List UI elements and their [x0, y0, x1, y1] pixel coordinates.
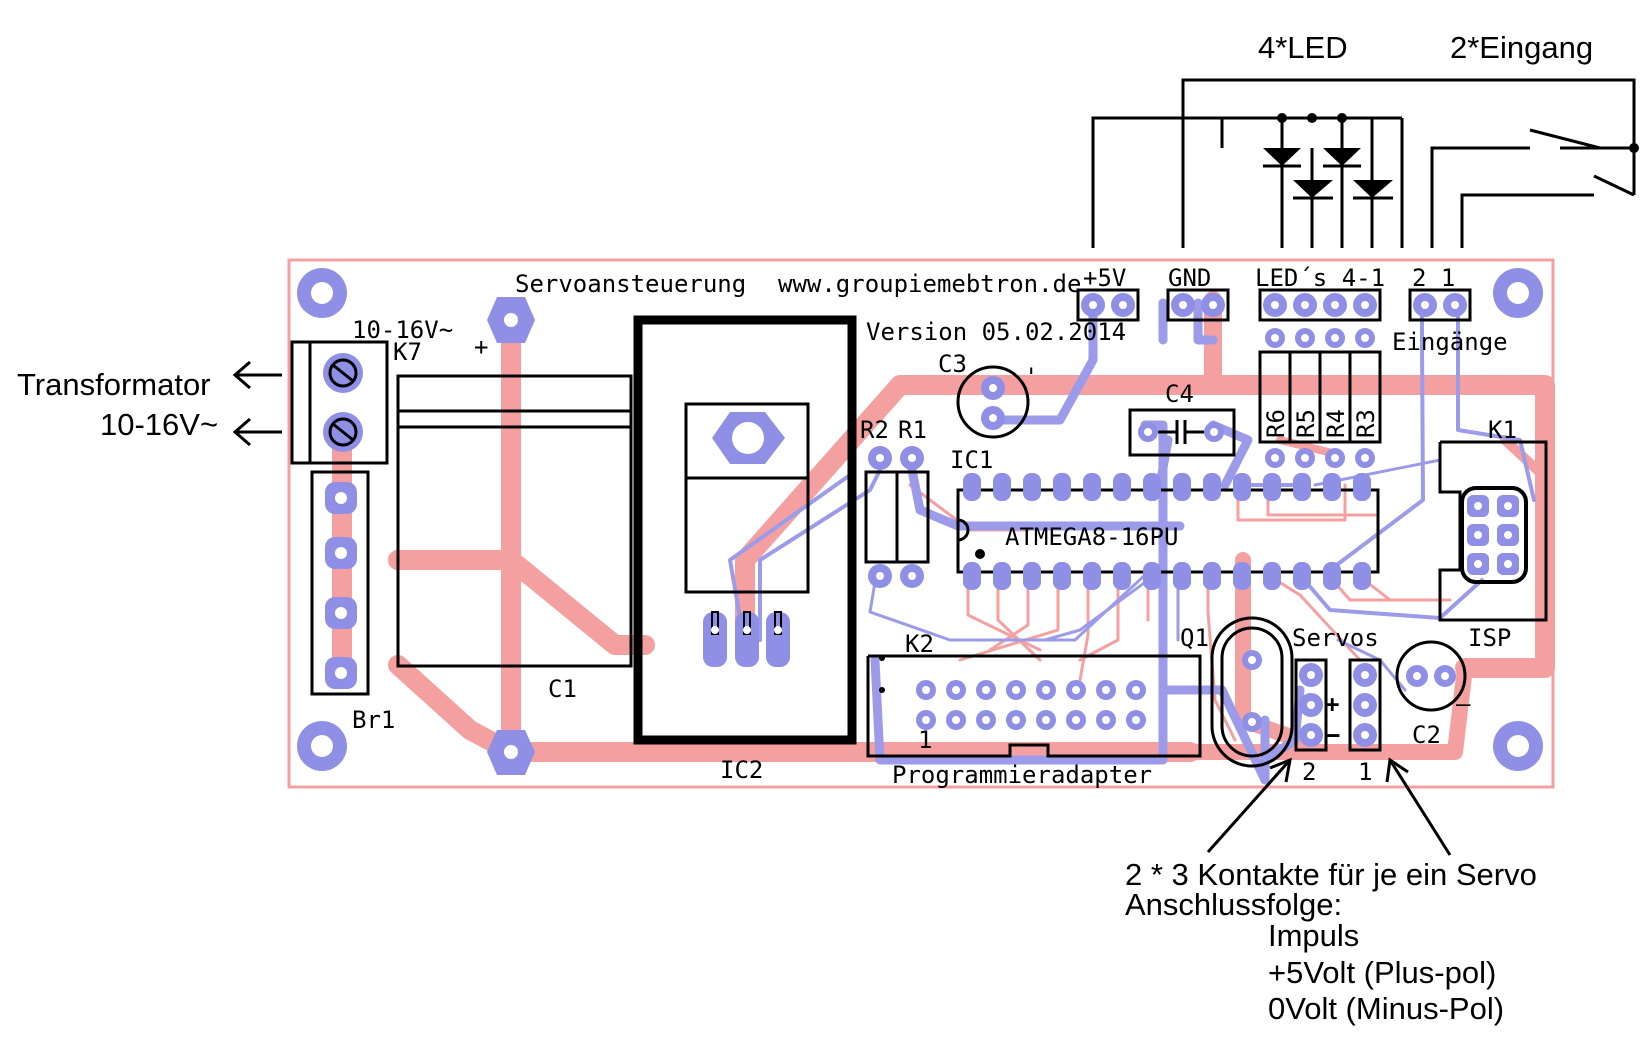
q1-label: Q1: [1180, 624, 1209, 652]
input-switches: [1430, 128, 1636, 248]
programmer-label: Programmieradapter: [892, 761, 1152, 789]
servo-note-line1: 2 * 3 Kontakte für je ein Servo: [1125, 857, 1537, 892]
c2-capacitor: [1395, 640, 1467, 712]
transformer-arrows: [232, 360, 282, 447]
header-5v: [1076, 288, 1140, 322]
servo-note-line3: Impuls: [1268, 918, 1359, 953]
c3-capacitor: ': [956, 363, 1038, 439]
label-4-led: 4*LED: [1258, 30, 1348, 65]
k1-label: K1: [1488, 416, 1517, 444]
label-2-eingang: 2*Eingang: [1450, 30, 1593, 65]
servo-minus-label: –: [1325, 720, 1340, 748]
k1-isp-header: [1438, 440, 1548, 622]
c2-label: C2: [1412, 721, 1441, 749]
br1-label: Br1: [352, 706, 395, 734]
servo-note-line5: 0Volt (Minus-Pol): [1268, 991, 1504, 1026]
ic1-pins-top: [963, 473, 1371, 501]
title-label: Servoansteuerung: [515, 270, 746, 298]
leds-label: LED´s 4-1: [1255, 264, 1385, 292]
isp-label: ISP: [1468, 624, 1511, 652]
c1-label: C1: [548, 675, 577, 703]
led-diodes: [1263, 118, 1404, 248]
k7-voltage-label: 10-16V~: [352, 316, 453, 344]
version-label: Version 05.02.2014: [866, 318, 1126, 346]
r1-r2-resistors: [864, 446, 930, 588]
ic2-label: IC2: [720, 756, 763, 784]
c3-label: C3: [938, 350, 967, 378]
c3-polarity-mark: ': [1024, 363, 1038, 391]
mounting-holes: [297, 268, 1543, 771]
servo-note-line4: +5Volt (Plus-pol): [1268, 955, 1496, 990]
inputs-num-label: 2 1: [1412, 264, 1455, 292]
servo-headers: [1294, 658, 1382, 752]
r4-label: R4: [1322, 409, 1350, 438]
c2-minus-label: –: [1456, 690, 1471, 718]
servo-note-line2: Anschlussfolge:: [1125, 887, 1342, 922]
transformer-voltage-label: 10-16V~: [100, 407, 218, 442]
transformer-label: Transformator: [17, 367, 211, 402]
br1-rectifier: [310, 470, 370, 696]
ic1-type-label: ATMEGA8-16PU: [1005, 523, 1178, 551]
servo-2-label: 2: [1302, 758, 1316, 786]
plus5v-label: +5V: [1083, 264, 1126, 292]
r3-label: R3: [1352, 409, 1380, 438]
k7-plus-label: +: [474, 333, 488, 361]
external-wiring: 4*LED 2*Eingang: [1091, 30, 1639, 248]
r5-label: R5: [1292, 409, 1320, 438]
r1-label: R1: [898, 416, 927, 444]
top-traces: [728, 298, 1536, 785]
r3-r6-resistors: [1258, 328, 1382, 468]
servo-plus-label: +: [1325, 690, 1339, 718]
url-label: www.groupiemebtron.de: [778, 270, 1081, 298]
c4-capacitor: [1128, 408, 1236, 457]
k7-terminal: [290, 340, 389, 465]
r2-label: R2: [860, 416, 889, 444]
k7-label: K7: [393, 338, 422, 366]
r6-label: R6: [1262, 409, 1290, 438]
k2-connector: [866, 654, 1202, 758]
k2-label: K2: [905, 630, 934, 658]
k2-pin1-label: 1: [918, 726, 932, 754]
servos-label: Servos: [1292, 624, 1379, 652]
header-leds: [1258, 288, 1382, 322]
inputs-label: Eingänge: [1392, 328, 1508, 356]
servo-arrows: [1206, 757, 1452, 856]
c4-label: C4: [1165, 380, 1194, 408]
header-gnd: [1166, 288, 1230, 322]
c1-capacitor: [396, 297, 633, 775]
header-inputs: [1408, 288, 1472, 322]
gnd-label: GND: [1168, 264, 1211, 292]
silkscreen-labels: Servoansteuerung www.groupiemebtron.de V…: [352, 264, 1517, 789]
q1-crystal: [1210, 616, 1294, 768]
servo-1-label: 1: [1358, 758, 1372, 786]
k2-pins: [916, 680, 1146, 730]
ic1-pins-bottom: [963, 562, 1371, 590]
ic1-atmega8: [956, 473, 1380, 590]
ic2-regulator: [633, 315, 857, 745]
annotations: Transformator 10-16V~ 2 * 3 Kontakte für…: [17, 367, 1537, 1026]
ic1-label: IC1: [950, 446, 993, 474]
